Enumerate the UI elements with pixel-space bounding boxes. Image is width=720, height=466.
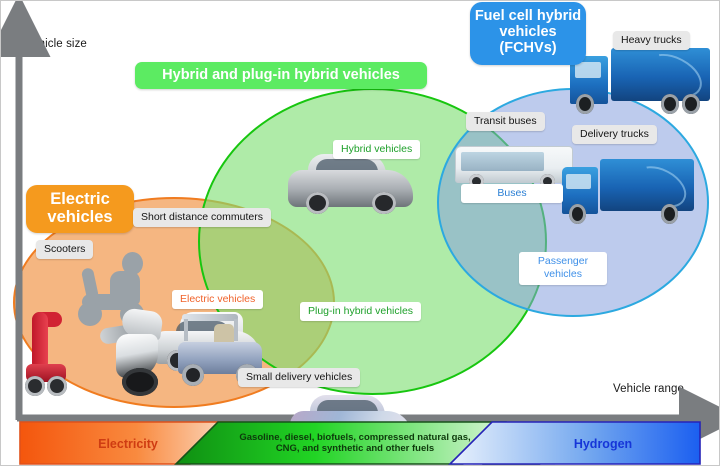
heavy-truck-image <box>570 36 710 114</box>
tag-delivery-trucks[interactable]: Delivery trucks <box>572 125 657 144</box>
tag-small-delivery-vehicles[interactable]: Small delivery vehicles <box>238 368 361 387</box>
bus-window <box>461 152 544 171</box>
cart-pillar <box>184 319 188 341</box>
fuel-cell-bus-image <box>455 140 573 192</box>
tag-scooters[interactable]: Scooters <box>36 240 94 259</box>
tag-plug-in-hybrid-vehicles[interactable]: Plug-in hybrid vehicles <box>300 302 422 321</box>
car-wheel-rear <box>371 191 396 215</box>
rider-head <box>122 252 143 275</box>
cart-wheel-front <box>182 364 204 386</box>
red-personal-mobility-image <box>24 312 68 396</box>
cart-pillar <box>234 319 238 341</box>
tag-heavy-trucks[interactable]: Heavy trucks <box>613 31 690 50</box>
truck-trailer <box>610 45 710 106</box>
tag-transit-buses[interactable]: Transit buses <box>466 112 545 131</box>
mobility-wheel <box>122 368 158 396</box>
mobility-column <box>32 312 48 366</box>
cart-seat <box>214 324 234 346</box>
fuel-label-fossil-fuels: Gasoline, diesel, biofuels, compressed n… <box>239 432 471 455</box>
fchv-group-label[interactable]: Fuel cell hybrid vehicles (FCHVs) <box>470 2 586 65</box>
mobility-wheel <box>47 376 67 396</box>
truck-windshield <box>574 62 601 78</box>
cart-roof <box>182 314 238 321</box>
x-axis-label: Vehicle range <box>613 383 684 395</box>
tag-hybrid-vehicles[interactable]: Hybrid vehicles <box>333 140 421 159</box>
truck-swoosh-graphic <box>626 157 694 216</box>
electric-vehicles-group-label[interactable]: Electric vehicles <box>26 185 134 233</box>
white-personal-mobility-image <box>98 307 172 396</box>
hybrid-vehicles-group-label[interactable]: Hybrid and plug-in hybrid vehicles <box>135 62 427 90</box>
mobility-wheel <box>25 376 45 396</box>
truck-wheel <box>568 204 586 224</box>
truck-trailer <box>600 157 694 216</box>
delivery-truck-image <box>562 148 694 224</box>
truck-wheel <box>682 93 701 114</box>
car-wheel-front <box>305 191 330 215</box>
fuel-type-bar <box>0 420 720 466</box>
hydrogen-segment[interactable] <box>448 421 701 465</box>
truck-wheel <box>575 93 594 114</box>
scooter-wheel-front <box>78 302 102 326</box>
fuel-label-electricity: Electricity <box>98 437 158 451</box>
hybrid-sedan-image <box>288 140 413 216</box>
truck-windshield <box>566 173 592 189</box>
tag-short-distance-commuters[interactable]: Short distance commuters <box>133 208 271 227</box>
tag-buses[interactable]: Buses <box>461 184 563 203</box>
truck-wheel <box>661 204 679 224</box>
truck-wheel <box>661 93 680 114</box>
tag-passenger-vehicles[interactable]: Passenger vehicles <box>519 252 607 286</box>
fuel-label-hydrogen: Hydrogen <box>573 437 633 451</box>
tag-electric-vehicles[interactable]: Electric vehicles <box>172 290 264 309</box>
